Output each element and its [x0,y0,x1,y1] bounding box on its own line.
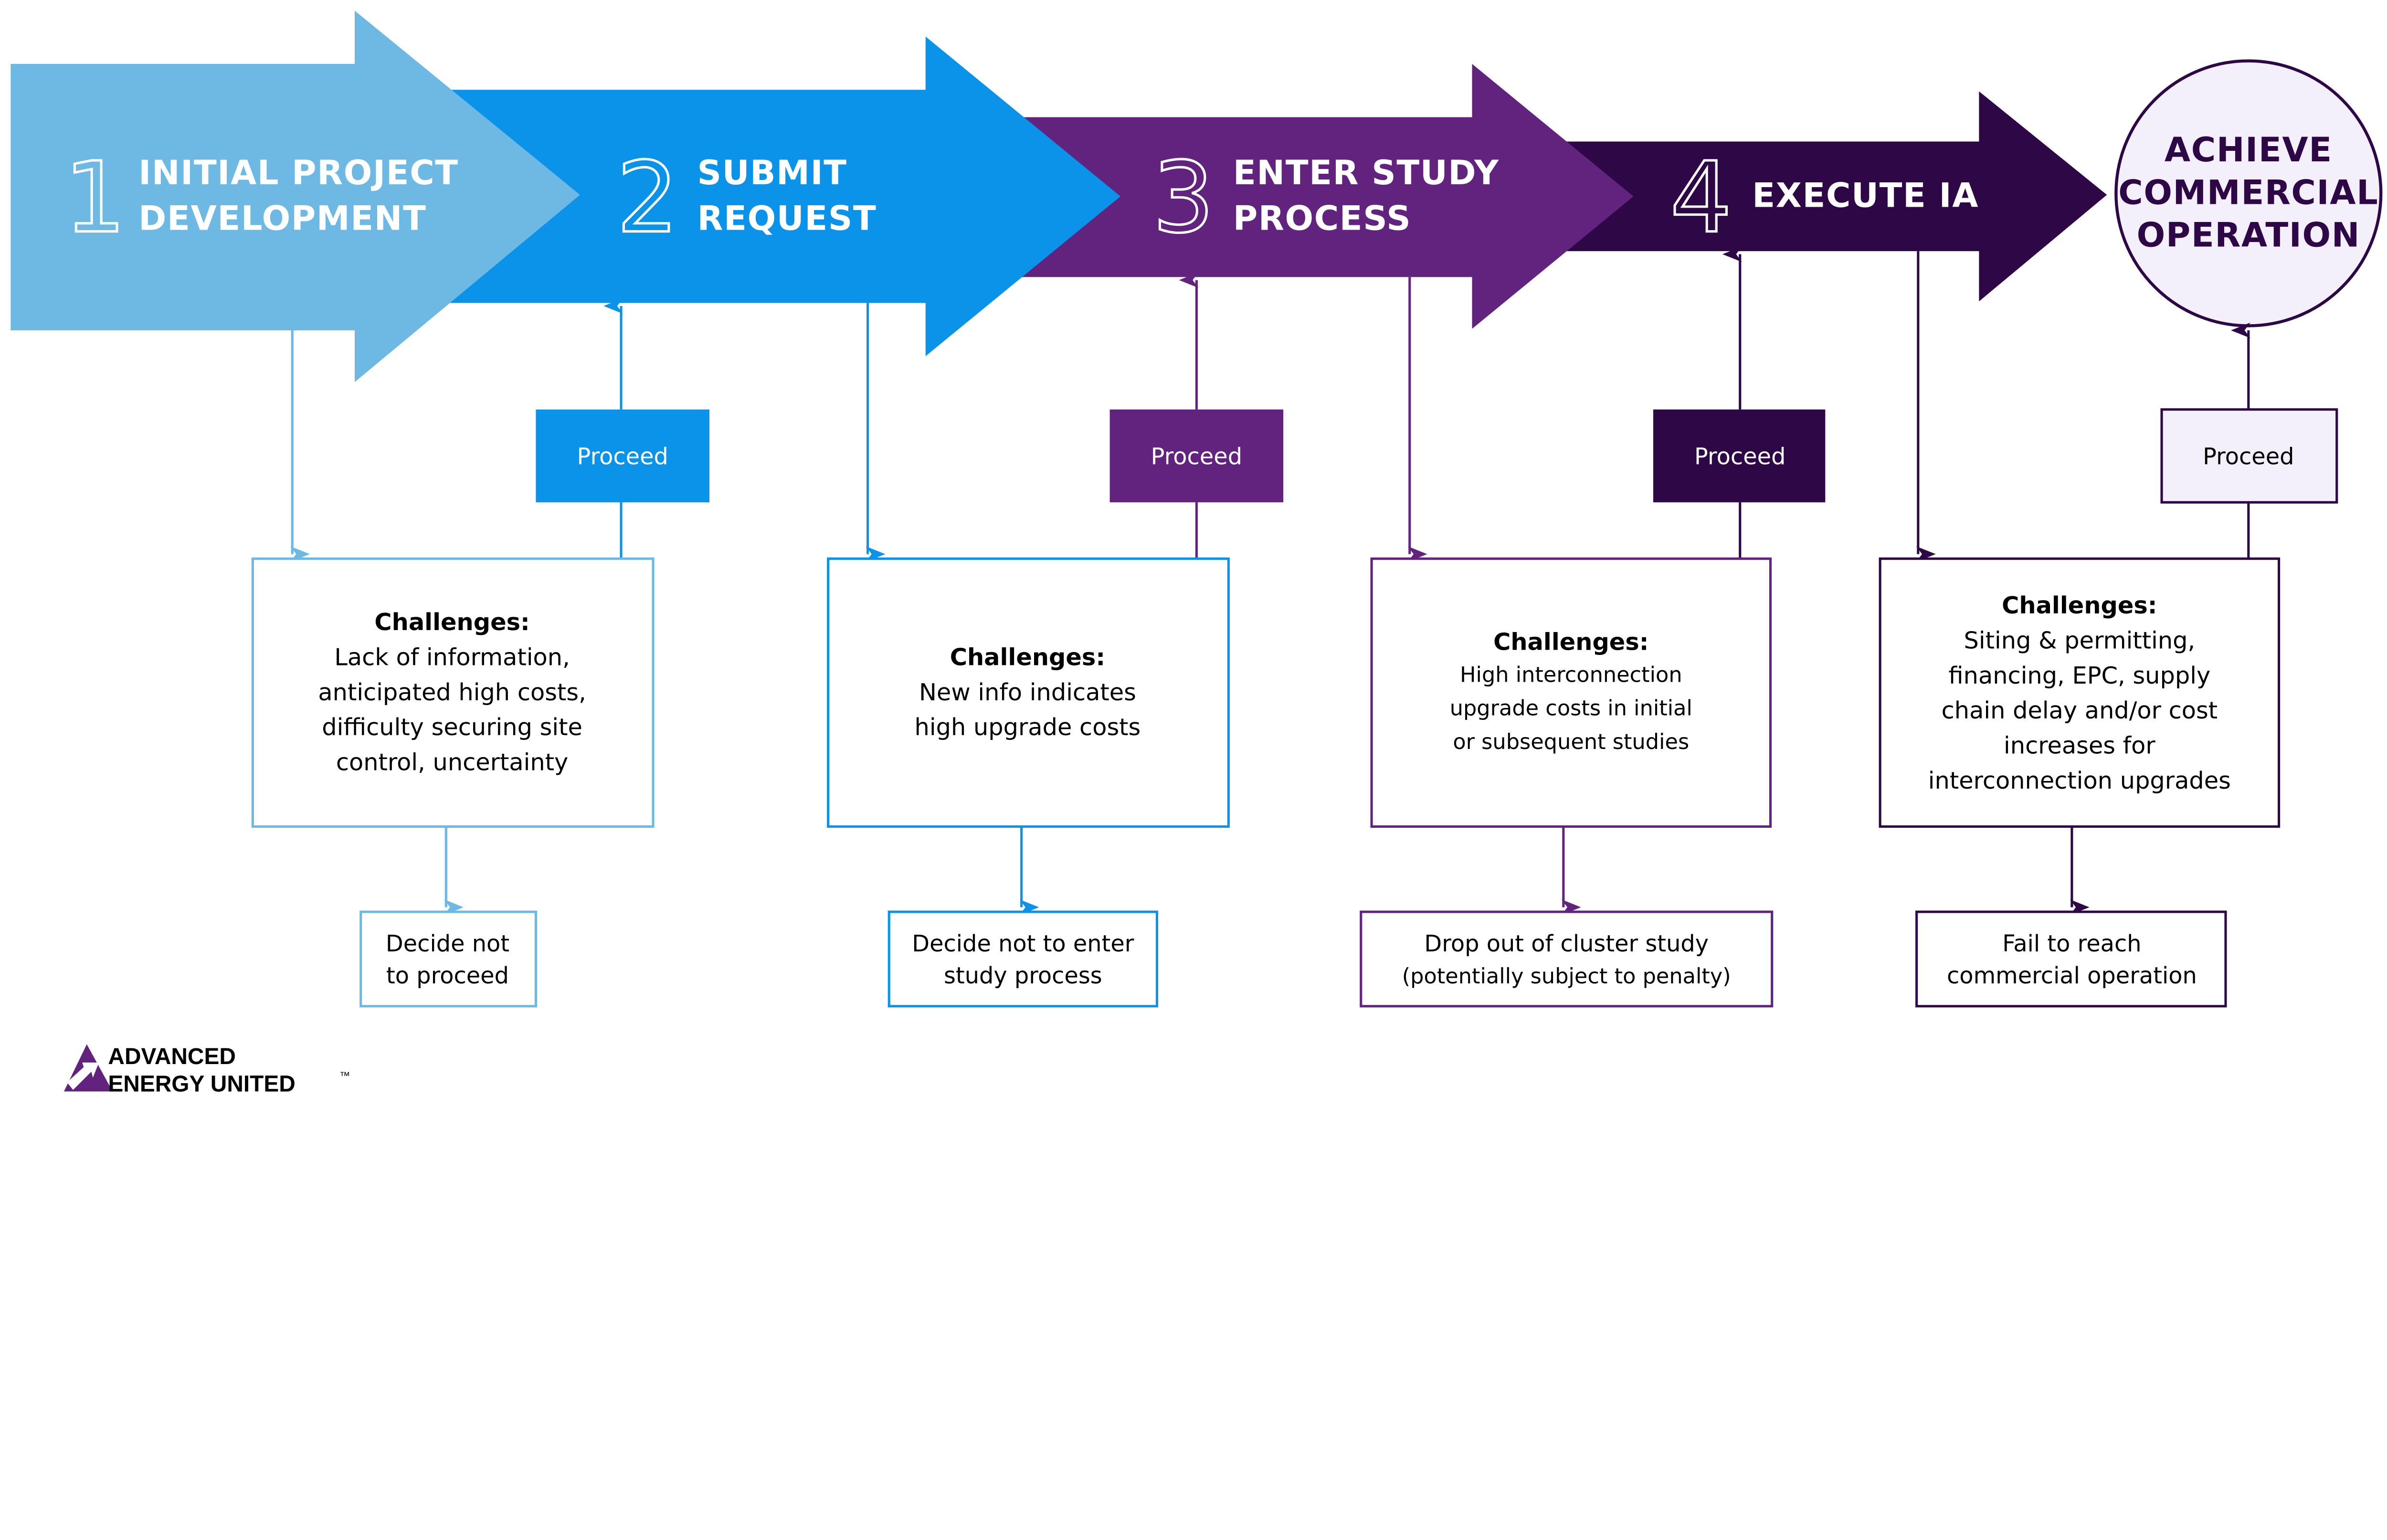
challenge-line: upgrade costs in initial [1450,696,1692,721]
step-title-line: DEVELOPMENT [138,199,426,238]
challenge-heading: Challenges: [374,608,529,636]
logo-line-2: ENERGY UNITED [108,1071,295,1097]
challenge-line: or subsequent studies [1453,729,1689,754]
logo-trademark: ™ [339,1070,350,1082]
step-number: 4 [1670,142,1732,255]
step-title-line: PROCESS [1233,199,1411,238]
challenge-line: anticipated high costs, [318,678,586,706]
logo-line-1: ADVANCED [108,1044,236,1069]
step-3-label: 3 ENTER STUDY PROCESS [1151,140,1500,256]
proceed-box-3: Proceed [1653,409,1826,503]
challenge-line: High interconnection [1460,663,1682,687]
challenge-heading: Challenges: [1493,628,1648,656]
challenge-box-4: Challenges: Siting & permitting, financi… [1879,557,2281,828]
challenge-line: high upgrade costs [915,713,1141,741]
step-2-label: 2 SUBMIT REQUEST [615,140,877,256]
proceed-label: Proceed [1151,444,1242,470]
challenge-heading: Challenges: [950,643,1105,671]
step-number: 3 [1152,142,1215,255]
outcome-box-4: Fail to reach commercial operation [1915,910,2227,1008]
outcome-line: Decide not to enter [912,931,1134,957]
step-4-label: 4 EXECUTE IA [1669,140,1979,256]
challenge-line: Siting & permitting, [1964,626,2196,654]
challenge-line: Lack of information, [334,643,570,671]
outcome-line: Fail to reach [2002,931,2141,957]
challenge-line: increases for [2004,731,2155,759]
step-number: 2 [616,142,678,255]
advanced-energy-united-logo: ADVANCED ENERGY UNITED ™ [63,1044,350,1097]
challenge-line: interconnection upgrades [1928,767,2231,794]
challenge-box-3: Challenges: High interconnection upgrade… [1370,557,1772,828]
outcome-line: Drop out of cluster study [1424,931,1709,957]
step-number: 1 [64,142,126,255]
logo-arrow-icon [67,1062,99,1090]
step-title-line: SUBMIT [697,153,847,192]
step-2-arrow [441,36,1120,357]
outcome-line: Decide not [386,931,509,957]
challenge-line: New info indicates [919,678,1136,706]
interconnection-process-diagram: 1 INITIAL PROJECT DEVELOPMENT 2 SUBMIT R… [11,11,2383,1097]
challenge-heading: Challenges: [2002,591,2157,619]
outcome-line: commercial operation [1947,963,2197,989]
goal-title-line: ACHIEVE [2165,130,2333,169]
proceed-box-1: Proceed [536,409,709,503]
commercial-operation-goal: ACHIEVE COMMERCIAL OPERATION [2114,59,2383,327]
outcome-box-3: Drop out of cluster study (potentially s… [1360,910,1774,1008]
proceed-label: Proceed [577,444,668,470]
goal-title-line: COMMERCIAL [2118,173,2378,212]
step-title-line: ENTER STUDY [1233,153,1500,192]
challenge-box-2: Challenges: New info indicates high upgr… [827,557,1230,828]
proceed-label: Proceed [1694,444,1785,470]
proceed-box-2: Proceed [1109,409,1284,503]
challenge-line: difficulty securing site [322,713,582,741]
outcome-line: study process [944,963,1102,989]
step-title-line: INITIAL PROJECT [138,153,459,192]
step-3-arrow [974,63,1634,329]
step-title-line: EXECUTE IA [1752,176,1979,215]
connectors [290,246,2250,915]
challenge-line: financing, EPC, supply [1949,662,2211,689]
step-1-arrow [11,11,580,382]
goal-title-line: OPERATION [2137,216,2360,255]
step-4-arrow [1522,91,2107,302]
outcome-line: (potentially subject to penalty) [1402,964,1731,989]
outcome-box-2: Decide not to enter study process [887,910,1159,1008]
challenge-line: control, uncertainty [336,749,568,776]
proceed-box-4: Proceed [2160,408,2338,504]
outcome-line: to proceed [386,963,509,989]
challenge-line: chain delay and/or cost [1942,696,2218,724]
proceed-label: Proceed [2203,444,2294,470]
step-1-label: 1 INITIAL PROJECT DEVELOPMENT [63,140,459,256]
outcome-box-1: Decide not to proceed [359,910,538,1008]
step-title-line: REQUEST [697,199,877,238]
challenge-box-1: Challenges: Lack of information, anticip… [251,557,655,828]
